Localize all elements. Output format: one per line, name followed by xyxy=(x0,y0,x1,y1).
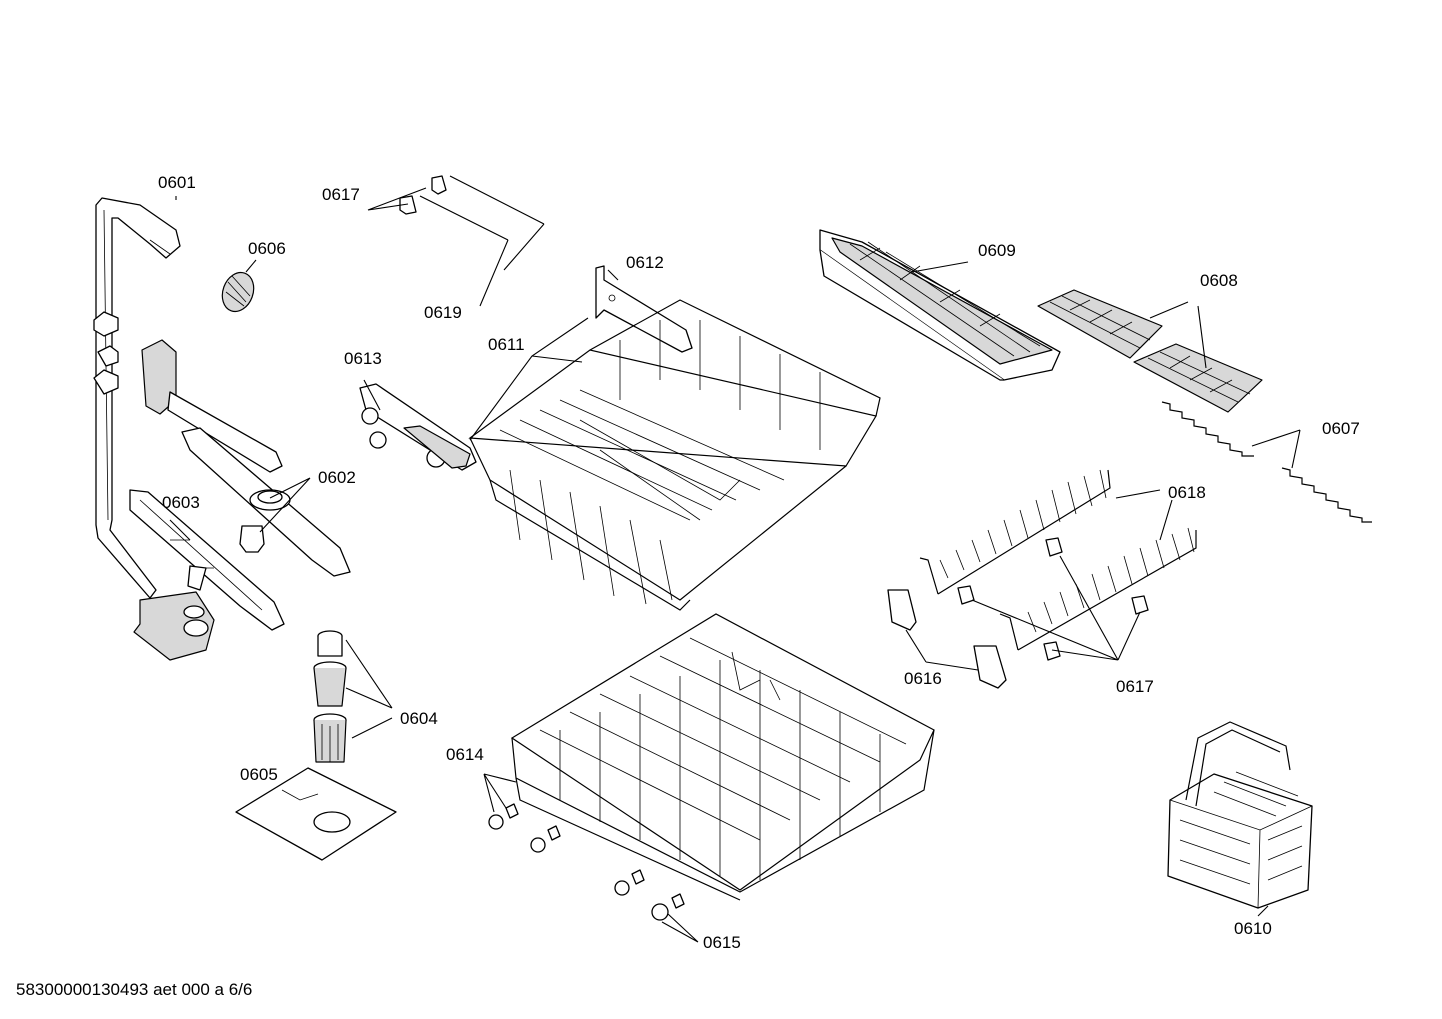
label-0610: 0610 xyxy=(1234,919,1272,938)
bracket-part xyxy=(595,265,693,353)
label-0617-bottom: 0617 xyxy=(1116,677,1154,696)
label-0616: 0616 xyxy=(904,669,942,688)
label-0605: 0605 xyxy=(240,765,278,784)
label-0602: 0602 xyxy=(318,468,356,487)
label-0618: 0618 xyxy=(1168,483,1206,502)
label-0615: 0615 xyxy=(703,933,741,952)
grid-insert-part xyxy=(1037,289,1263,413)
label-0607: 0607 xyxy=(1322,419,1360,438)
label-0619: 0619 xyxy=(424,303,462,322)
label-0612: 0612 xyxy=(626,253,664,272)
filter-set-part xyxy=(313,630,347,763)
holder-clip-part xyxy=(887,537,1149,689)
supply-pipe-part xyxy=(93,196,215,661)
base-plate-part xyxy=(235,767,397,861)
label-0613: 0613 xyxy=(344,349,382,368)
label-0601: 0601 xyxy=(158,173,196,192)
tine-strip-part xyxy=(919,469,1197,651)
rail-roller-part xyxy=(359,383,477,471)
label-0611: 0611 xyxy=(488,335,525,354)
label-0614: 0614 xyxy=(446,745,484,764)
label-0608: 0608 xyxy=(1200,271,1238,290)
label-0604: 0604 xyxy=(400,709,438,728)
upper-spray-arm-part xyxy=(141,339,351,577)
document-id-footer: 58300000130493 aet 000 a 6/6 xyxy=(16,980,253,999)
label-0606: 0606 xyxy=(248,239,286,258)
tine-strip-top-part xyxy=(399,175,545,241)
cutlery-basket-part xyxy=(1167,721,1313,909)
upper-basket-part xyxy=(468,299,881,611)
lower-basket-part xyxy=(488,613,935,921)
lower-spray-arm-part xyxy=(129,489,285,631)
stepped-strip-part xyxy=(1161,401,1372,523)
label-0603: 0603 xyxy=(162,493,200,512)
filter-cap-part xyxy=(221,259,257,313)
label-0617-top: 0617 xyxy=(322,185,360,204)
cutlery-tray-part xyxy=(819,229,1061,381)
label-0609: 0609 xyxy=(978,241,1016,260)
leader-lines xyxy=(169,187,1301,943)
